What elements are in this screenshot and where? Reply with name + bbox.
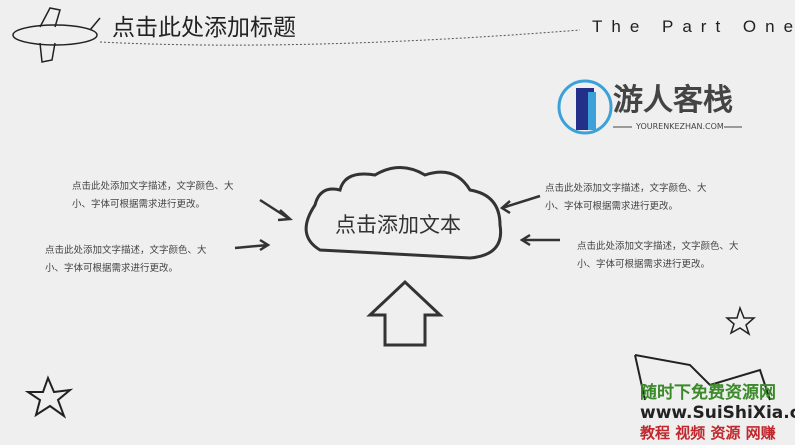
cloud-text[interactable]: 点击添加文本 [335,213,461,237]
watermark-line3: 教程 视频 资源 网赚 [640,424,776,442]
star-icon [724,305,756,336]
star-icon [24,375,74,419]
page-title[interactable]: 点击此处添加标题 [112,15,296,41]
book-icon [634,354,771,401]
arrow-icons [234,194,560,252]
logo-icon [557,79,613,135]
cloud-outline [304,166,503,260]
header-line [99,29,581,46]
description-4[interactable]: 点击此处添加文字描述，文字颜色、大小、字体可根据需求进行更改。 [577,241,739,270]
watermark-line1: 随时下免费资源网 [640,383,776,403]
description-1[interactable]: 点击此处添加文字描述，文字颜色、大小、字体可根据需求进行更改。 [72,181,234,210]
watermark-line2: www.SuiShiXia.com [640,403,795,423]
airplane-icon [12,7,101,63]
description-2[interactable]: 点击此处添加文字描述，文字颜色、大小、字体可根据需求进行更改。 [45,245,207,274]
up-arrow-icon [366,279,444,347]
logo-name: 游人客栈 [613,83,733,118]
description-3[interactable]: 点击此处添加文字描述，文字颜色、大小、字体可根据需求进行更改。 [545,183,707,212]
logo-url: YOURENKEZHAN.COM [636,122,724,131]
part-label: The Part One [592,17,795,36]
